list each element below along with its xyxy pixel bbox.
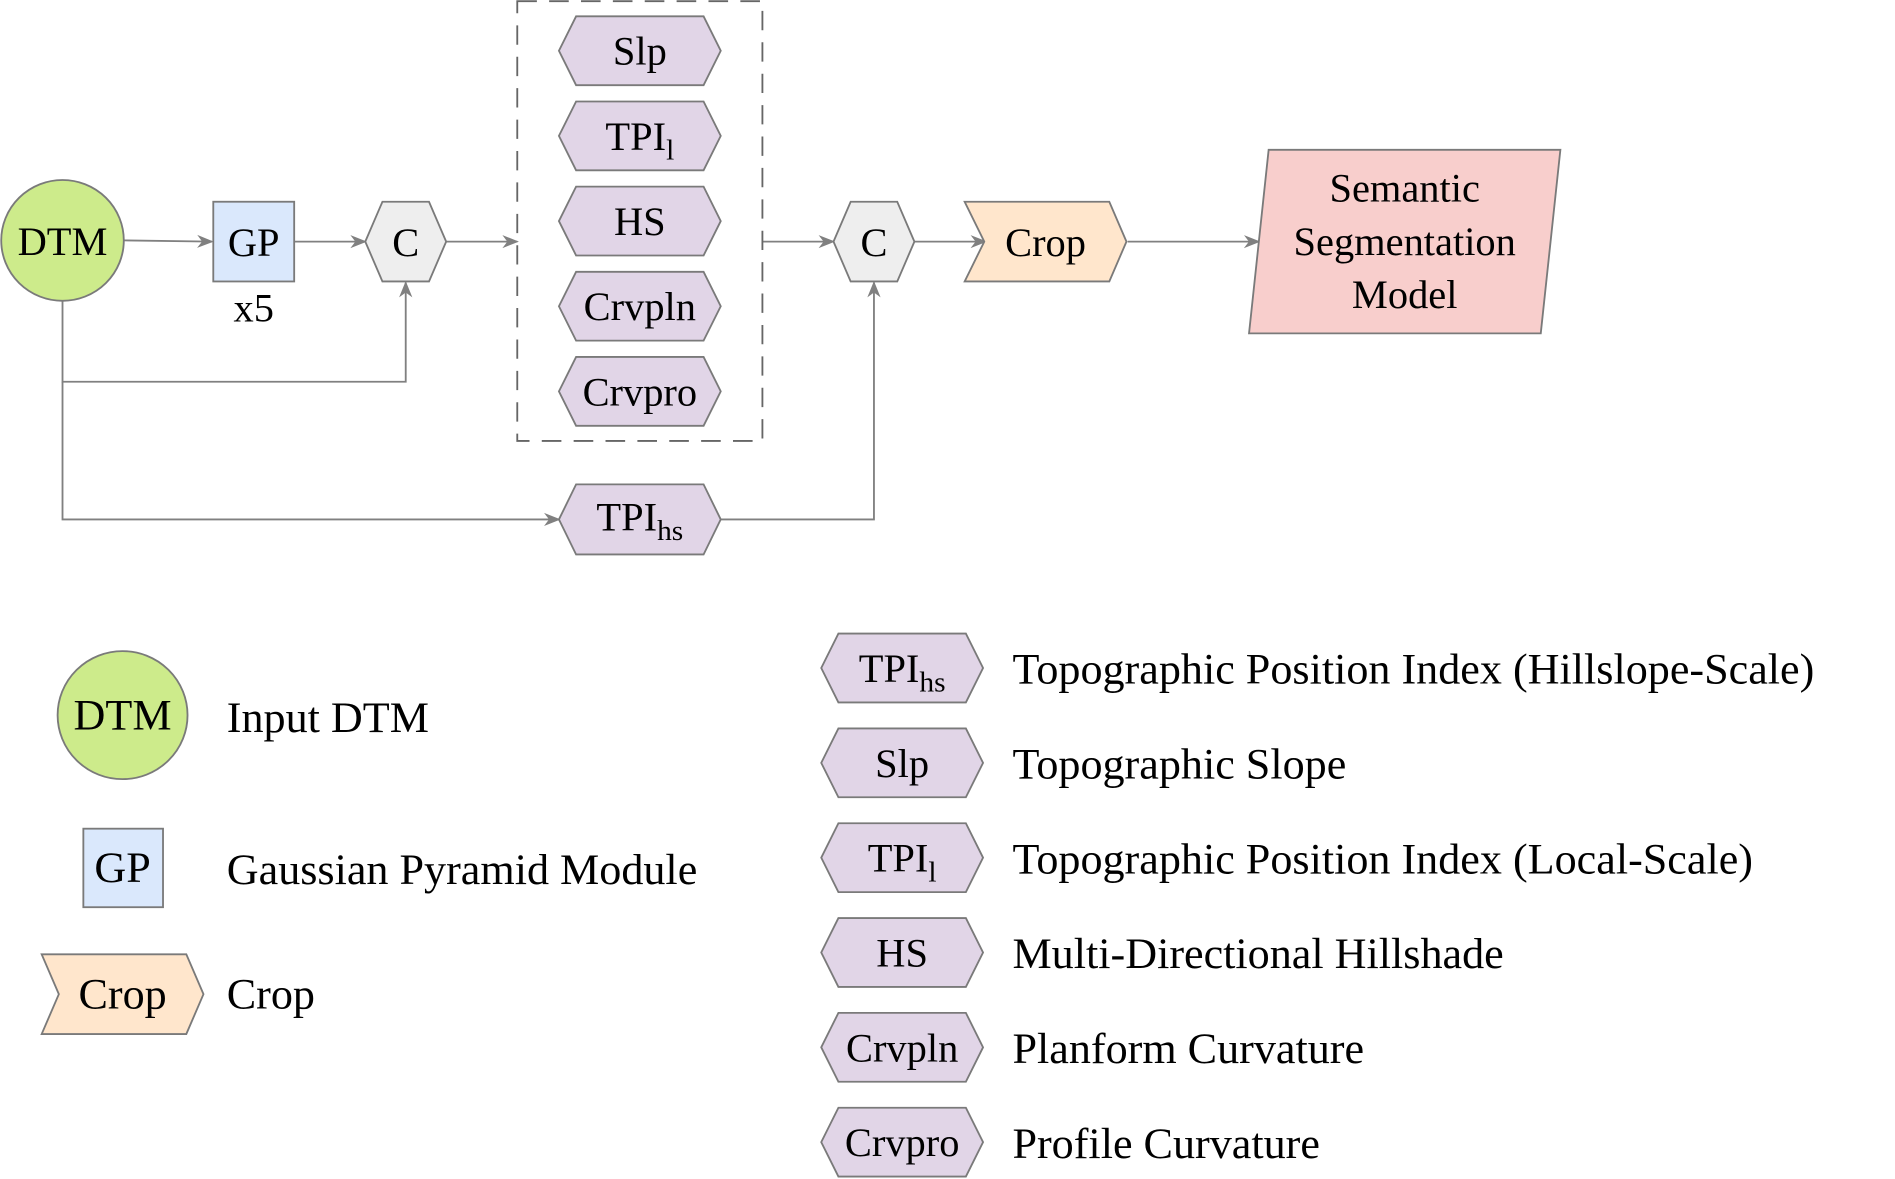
legend-item-dtm: DTM Input DTM xyxy=(56,650,429,781)
legend-item-crvpln: Crvpln xyxy=(820,1011,985,1083)
crop-node: Crop xyxy=(963,200,1128,283)
feature-node-hs-shape xyxy=(557,185,722,257)
legend-item-crvpro: Crvpro xyxy=(820,1106,985,1178)
feature-node-crvpro: Crvpro xyxy=(557,356,722,427)
edge-tpihs-to-concat2 xyxy=(720,281,881,521)
feature-group-box xyxy=(516,0,764,442)
edge-dtm-to-gp xyxy=(123,234,214,248)
legend-item-crvpro-label: Crvpro xyxy=(845,1120,960,1165)
model-label-line-3: Model xyxy=(1352,272,1458,317)
gp-label: GP xyxy=(228,220,280,265)
legend-dtm-symbol: DTM xyxy=(74,692,172,740)
legend-right: TPIhs Topographic Position Index (Hillslo… xyxy=(820,632,1814,1178)
feature-node-hs-label: HS xyxy=(614,199,666,244)
legend-item-tpi-l-label: TPIl xyxy=(868,836,937,888)
legend-crop-symbol: Crop xyxy=(78,971,166,1019)
legend-item-crvpln-shape xyxy=(820,1011,985,1083)
crop-label: Crop xyxy=(1005,220,1086,265)
concat-node-1: C xyxy=(364,200,448,283)
legend-item-crop: Crop Crop xyxy=(40,953,315,1035)
legend-item-slp-label: Slp xyxy=(875,741,929,786)
feature-node-hs: HS xyxy=(557,185,722,257)
legend-left: DTM Input DTM GP Gaussian Pyramid Module… xyxy=(40,650,698,1035)
concat-1-label: C xyxy=(392,220,419,265)
concat-node-2: C xyxy=(832,200,916,283)
legend-item-crvpln-label: Crvpln xyxy=(846,1026,958,1071)
legend-item-gp: GP Gaussian Pyramid Module xyxy=(82,827,698,909)
feature-node-crvpln: Crvpln xyxy=(557,270,722,342)
legend-crvpln-description: Planform Curvature xyxy=(1012,1025,1364,1073)
concat-2-label: C xyxy=(860,220,887,265)
model-label-line-1: Semantic xyxy=(1329,166,1479,211)
feature-node-crvpln-label: Crvpln xyxy=(584,284,696,329)
feature-node-slp: Slp xyxy=(557,15,722,87)
legend-item-hs-shape xyxy=(820,917,985,988)
model-label-line-2: Segmentation xyxy=(1294,219,1516,264)
feature-node-tpi-l: TPIl xyxy=(557,100,722,172)
legend-item-hs-label: HS xyxy=(876,931,928,976)
legend-item-tpi-l-shape xyxy=(820,822,985,894)
feature-node-crvpln-shape xyxy=(557,270,722,342)
legend-item-tpi-hs-label: TPIhs xyxy=(859,646,946,698)
gaussian-pyramid-node: GP x5 xyxy=(212,200,296,331)
legend-tpi-l-description: Topographic Position Index (Local-Scale) xyxy=(1012,836,1753,884)
legend-item-tpi-hs: TPIhs xyxy=(820,632,985,704)
feature-node-tpi-l-shape xyxy=(557,100,722,172)
legend-tpi-hs-description: Topographic Position Index (Hillslope-Sc… xyxy=(1012,646,1814,694)
feature-node-slp-shape xyxy=(557,15,722,87)
legend-gp-label: Gaussian Pyramid Module xyxy=(227,847,698,895)
input-dtm-label: DTM xyxy=(18,219,108,264)
feature-node-crvpro-shape xyxy=(557,356,722,427)
feature-node-slp-label: Slp xyxy=(613,29,667,74)
tpi-hs-label: TPIhs xyxy=(596,495,683,547)
legend-item-tpi-hs-shape xyxy=(820,632,985,704)
legend-item-crvpro-shape xyxy=(820,1106,985,1178)
edge-dtm-to-concat1 xyxy=(61,281,413,383)
tpi-hs-node: TPIhs xyxy=(557,483,722,556)
legend-gp-symbol: GP xyxy=(94,844,150,892)
legend-slp-description: Topographic Slope xyxy=(1012,741,1346,789)
legend-hs-description: Multi-Directional Hillshade xyxy=(1012,930,1503,978)
legend-crvpro-description: Profile Curvature xyxy=(1012,1120,1319,1168)
feature-node-tpi-l-label: TPIl xyxy=(605,114,674,166)
feature-node-crvpro-label: Crvpro xyxy=(583,370,698,415)
gp-repeat-label: x5 xyxy=(234,286,274,331)
legend-crop-label: Crop xyxy=(227,971,315,1019)
legend-item-slp-shape xyxy=(820,727,985,799)
legend-item-tpi-l: TPIl xyxy=(820,822,985,894)
legend-item-hs: HS xyxy=(820,917,985,988)
edge-dtm-to-tpihs xyxy=(61,381,561,526)
legend-item-slp: Slp xyxy=(820,727,985,799)
segmentation-model-node: Semantic Segmentation Model xyxy=(1248,148,1562,335)
legend-dtm-label: Input DTM xyxy=(227,694,429,742)
input-dtm-node: DTM xyxy=(0,179,125,302)
edges xyxy=(61,234,1261,526)
